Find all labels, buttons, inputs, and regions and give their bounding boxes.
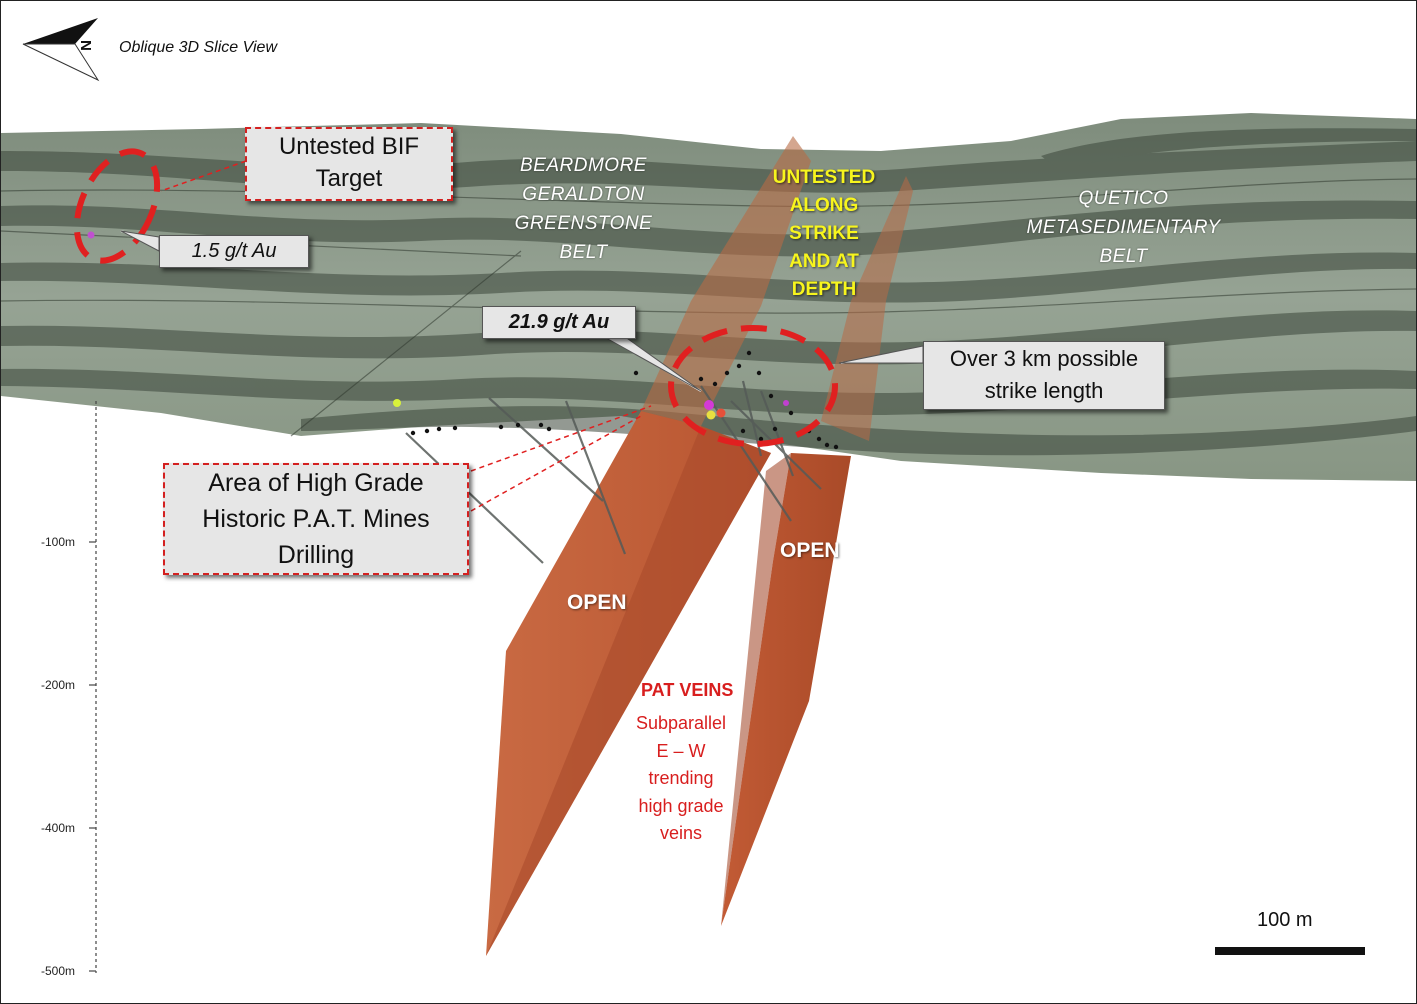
note-line: STRIKE bbox=[789, 223, 859, 244]
untested-note: UNTESTED ALONG STRIKE AND AT DEPTH bbox=[763, 164, 885, 304]
strike-length-callout: Over 3 km possible strike length bbox=[923, 341, 1165, 410]
belt-line: BEARDMORE bbox=[520, 155, 647, 176]
callout-line: Untested BIF bbox=[278, 133, 420, 160]
open-label-right: OPEN bbox=[780, 539, 840, 562]
assay-marker-magenta bbox=[704, 400, 714, 410]
depth-tick-label: -200m bbox=[40, 678, 75, 692]
north-letter: N bbox=[77, 40, 95, 51]
depth-tick-label: -400m bbox=[40, 821, 75, 835]
belt-line: BELT bbox=[559, 242, 608, 263]
belt-line: QUETICO bbox=[1078, 188, 1169, 209]
note-line: ALONG bbox=[789, 195, 859, 216]
callout-line: Historic P.A.T. Mines bbox=[202, 505, 430, 533]
metasedimentary-belt-label: QUETICO METASEDIMENTARY BELT bbox=[1011, 184, 1236, 271]
callout-line: Drilling bbox=[277, 541, 355, 569]
description-line: Subparallel bbox=[635, 713, 727, 733]
assay-high-callout: 21.9 g/t Au bbox=[482, 306, 636, 339]
view-title: Oblique 3D Slice View bbox=[119, 39, 278, 56]
note-line: DEPTH bbox=[791, 279, 857, 300]
scale-bar-line bbox=[1215, 947, 1365, 955]
north-arrow-icon bbox=[22, 18, 100, 82]
callout-line: Target bbox=[315, 165, 383, 192]
note-line: UNTESTED bbox=[772, 167, 876, 188]
description-line: trending bbox=[648, 768, 714, 788]
depth-axis bbox=[89, 401, 97, 973]
high-grade-ring bbox=[668, 325, 838, 447]
description-line: veins bbox=[659, 823, 703, 843]
bif-target-callout: Untested BIF Target bbox=[245, 127, 453, 201]
scale-bar-label: 100 m bbox=[1257, 909, 1313, 931]
assay-marker-yellow-2 bbox=[706, 410, 716, 420]
callout-line: strike length bbox=[984, 378, 1104, 403]
description-line: high grade bbox=[638, 795, 724, 816]
depth-tick-label: -500m bbox=[40, 964, 75, 978]
assay-marker-yellow bbox=[393, 399, 401, 407]
historic-drilling-callout: Area of High Grade Historic P.A.T. Mines… bbox=[163, 463, 469, 575]
belt-line: BELT bbox=[1099, 246, 1148, 267]
belt-line: GREENSTONE bbox=[514, 213, 653, 234]
dashed-leaders bbox=[160, 160, 652, 512]
drill-collars bbox=[410, 350, 839, 450]
callout-line: Area of High Grade bbox=[208, 469, 424, 497]
belt-line: METASEDIMENTARY bbox=[1026, 217, 1221, 238]
note-line: AND AT bbox=[789, 251, 859, 272]
belt-line: GERALDTON bbox=[522, 184, 645, 205]
assay-marker-red bbox=[716, 408, 726, 418]
callout-line: Over 3 km possible bbox=[949, 346, 1139, 371]
bif-target-ring bbox=[73, 148, 161, 264]
pat-veins-title: PAT VEINS bbox=[641, 680, 734, 700]
description-line: E – W bbox=[656, 740, 706, 761]
vein-plane-right-upper bbox=[821, 176, 913, 441]
assay-low-callout: 1.5 g/t Au bbox=[159, 235, 309, 268]
vein-plane-right bbox=[721, 453, 851, 926]
open-label-left: OPEN bbox=[567, 591, 627, 614]
assay-marker-pink bbox=[87, 231, 95, 239]
greenstone-belt-label: BEARDMORE GERALDTON GREENSTONE BELT bbox=[501, 151, 666, 267]
depth-tick-label: -100m bbox=[40, 535, 75, 549]
pat-veins-description: Subparallel E – W trending high grade ve… bbox=[616, 710, 746, 848]
vein-plane-left-edge bbox=[486, 426, 771, 956]
assay-marker-magenta-2 bbox=[783, 400, 789, 406]
